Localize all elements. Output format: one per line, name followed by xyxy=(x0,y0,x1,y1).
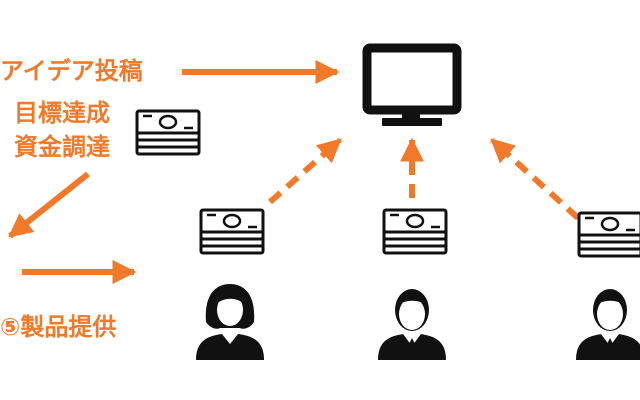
cash-stack-icon xyxy=(199,208,265,255)
cash-stack-icon xyxy=(382,208,448,255)
label-product-delivery: ⑤製品提供 xyxy=(0,313,117,341)
cash-stack-icon xyxy=(577,211,640,258)
woman-icon xyxy=(196,284,264,360)
label-idea-post: アイデア投稿 xyxy=(0,57,143,85)
man-icon xyxy=(378,289,446,360)
arrow-backer1-to-platform xyxy=(268,137,342,205)
arrow-backer3-to-platform xyxy=(489,137,581,221)
label-goal-reached: 目標達成 xyxy=(14,99,110,127)
monitor-icon xyxy=(362,43,462,126)
label-fundraising: 資金調達 xyxy=(14,133,110,161)
man-icon xyxy=(576,289,640,360)
arrow-fund-down xyxy=(8,171,90,239)
cash-stack-icon xyxy=(135,109,201,156)
